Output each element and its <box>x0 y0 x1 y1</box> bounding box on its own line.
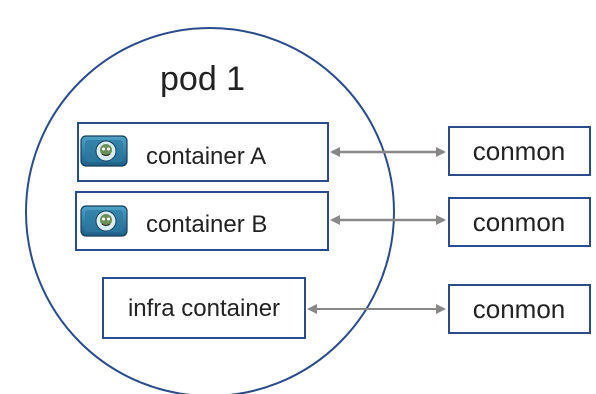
conmon-box-1[interactable] <box>448 126 591 176</box>
pod-title: pod 1 <box>160 60 245 98</box>
pod-circle <box>25 27 395 394</box>
container-b-label: container B <box>146 211 267 238</box>
conmon-box-3[interactable] <box>448 284 591 334</box>
container-a-label: container A <box>146 143 266 170</box>
infra-container-label: infra container <box>128 295 280 322</box>
container-a-box[interactable] <box>77 122 329 182</box>
conmon-label-3: conmon <box>473 294 566 324</box>
conmon-box-2[interactable] <box>448 197 591 247</box>
conmon-label-2: conmon <box>473 207 566 237</box>
container-icon <box>80 205 128 237</box>
container-icon <box>80 135 128 167</box>
conmon-label-1: conmon <box>473 136 566 166</box>
infra-container-box[interactable] <box>102 277 306 339</box>
